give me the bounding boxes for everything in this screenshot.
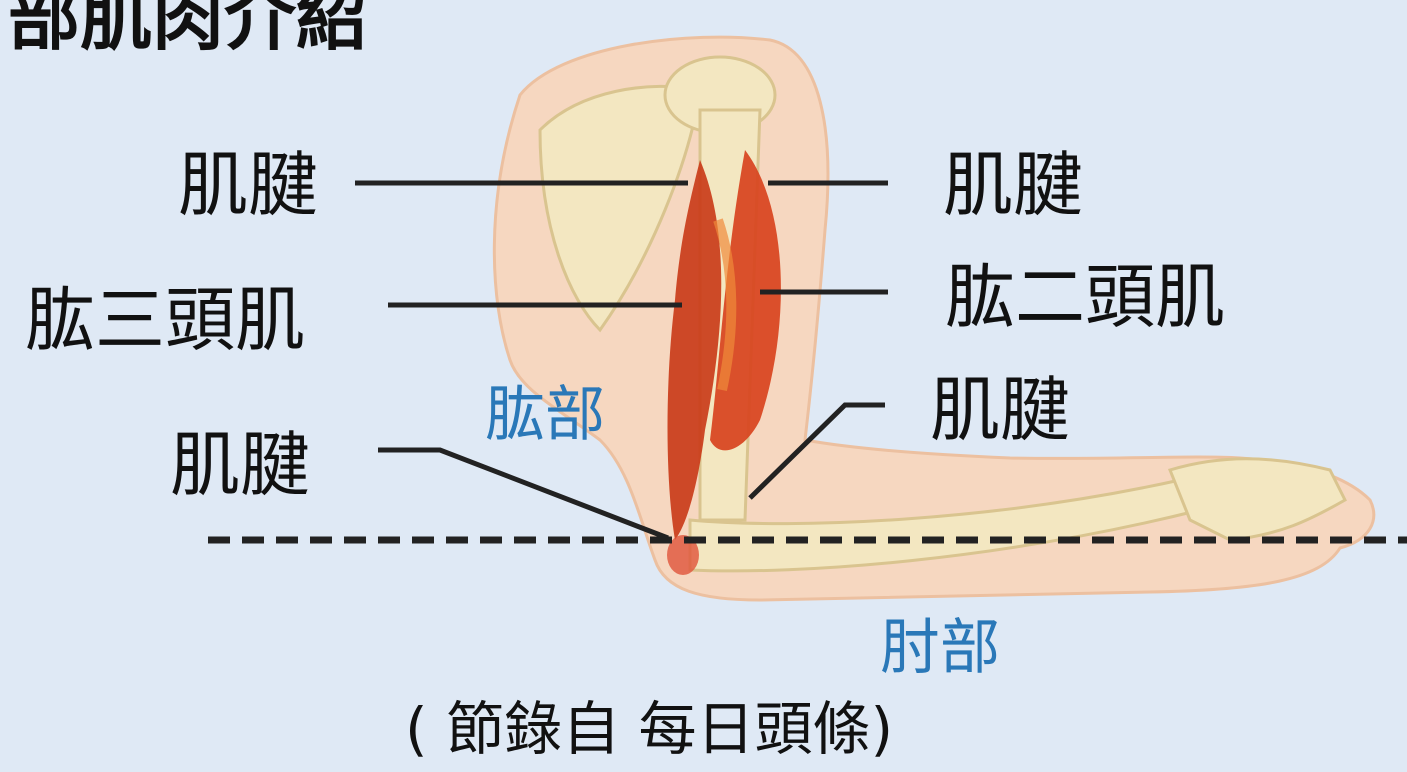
label-tendon-right-mid: 肌腱 — [930, 375, 1070, 445]
page-title: 部肌肉介紹 — [8, 0, 368, 54]
source-caption: ( 節錄自 每日頭條) — [405, 700, 893, 758]
region-upper-arm: 肱部 — [485, 385, 605, 445]
label-tendon-right-top: 肌腱 — [943, 150, 1083, 220]
label-tendon-left-top: 肌腱 — [178, 150, 318, 220]
label-biceps: 肱二頭肌 — [945, 262, 1225, 332]
label-triceps: 肱三頭肌 — [25, 285, 305, 355]
label-tendon-left-bottom: 肌腱 — [170, 430, 310, 500]
region-elbow: 肘部 — [880, 618, 1000, 678]
